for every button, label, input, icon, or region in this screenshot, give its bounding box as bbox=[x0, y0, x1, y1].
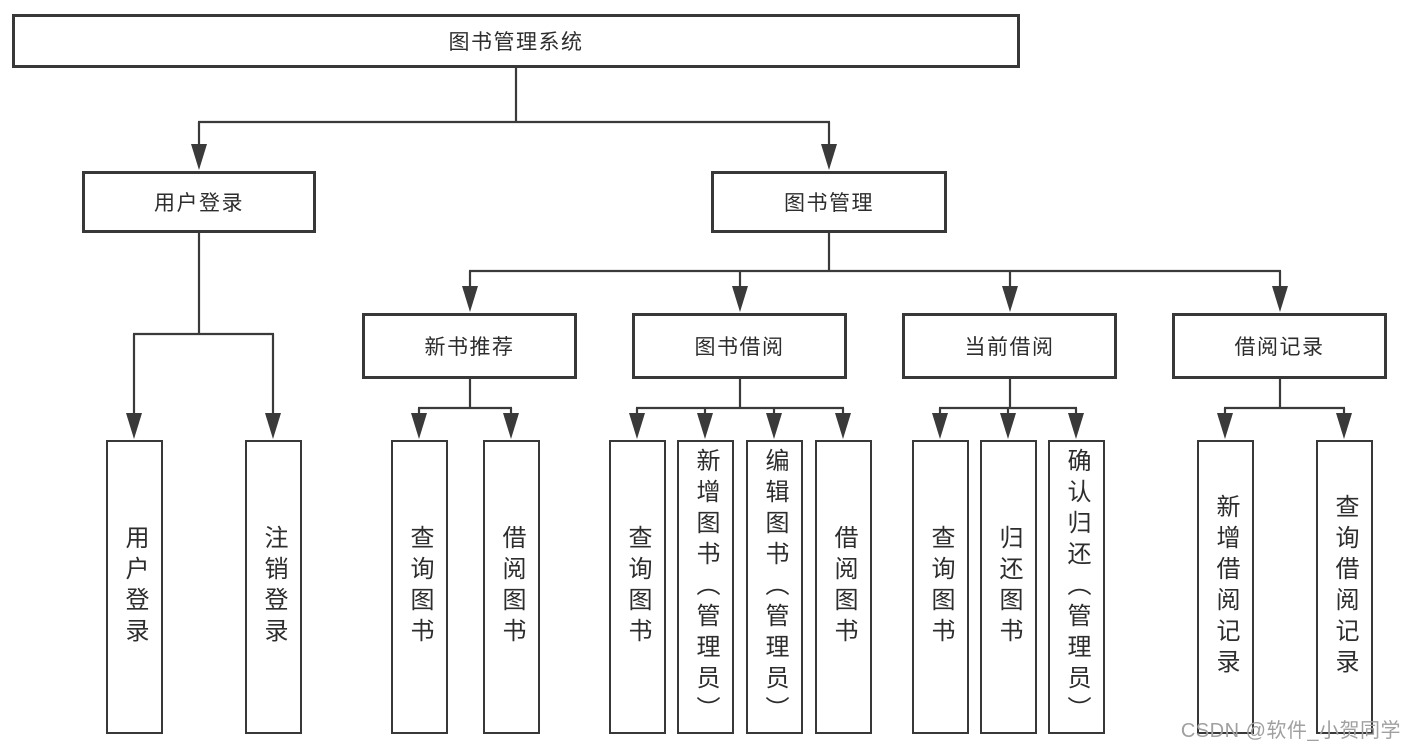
node-borrowing-records: 借阅记录 bbox=[1172, 313, 1387, 379]
node-current-borrowing: 当前借阅 bbox=[902, 313, 1117, 379]
leaf-borrow-books: 借阅图书 bbox=[814, 440, 872, 734]
leaf-borrow-books-rec: 借阅图书 bbox=[482, 440, 540, 734]
connector-user-login-branch bbox=[132, 233, 275, 420]
connector-borrow-records-group bbox=[1223, 379, 1346, 420]
connector-root-to-level2 bbox=[197, 68, 831, 152]
leaf-user-login: 用户登录 bbox=[105, 440, 163, 734]
leaf-query-books-borrow: 查询图书 bbox=[608, 440, 666, 734]
node-user-login: 用户登录 bbox=[82, 171, 316, 233]
node-root-system: 图书管理系统 bbox=[12, 14, 1020, 68]
node-book-borrowing: 图书借阅 bbox=[632, 313, 847, 379]
csdn-watermark: CSDN @软件_小贺同学 bbox=[1180, 720, 1401, 742]
leaf-add-borrow-record: 新增借阅记录 bbox=[1196, 440, 1254, 734]
leaf-return-books: 归还图书 bbox=[979, 440, 1037, 734]
leaf-add-books-admin: 新增图书（管理员） bbox=[676, 440, 734, 734]
leaf-query-books-current: 查询图书 bbox=[911, 440, 969, 734]
leaf-edit-books-admin: 编辑图书（管理员） bbox=[745, 440, 803, 734]
node-book-management: 图书管理 bbox=[711, 171, 947, 233]
node-new-book-recommendation: 新书推荐 bbox=[362, 313, 577, 379]
leaf-query-books-rec: 查询图书 bbox=[390, 440, 448, 734]
leaf-query-borrow-record: 查询借阅记录 bbox=[1315, 440, 1373, 734]
connector-book-mgmt-branch bbox=[468, 233, 1282, 292]
connector-book-borrow-group bbox=[635, 379, 845, 420]
leaf-logout: 注销登录 bbox=[244, 440, 302, 734]
connector-new-book-rec-group bbox=[417, 379, 513, 420]
leaf-confirm-return-admin: 确认归还（管理员） bbox=[1047, 440, 1105, 734]
